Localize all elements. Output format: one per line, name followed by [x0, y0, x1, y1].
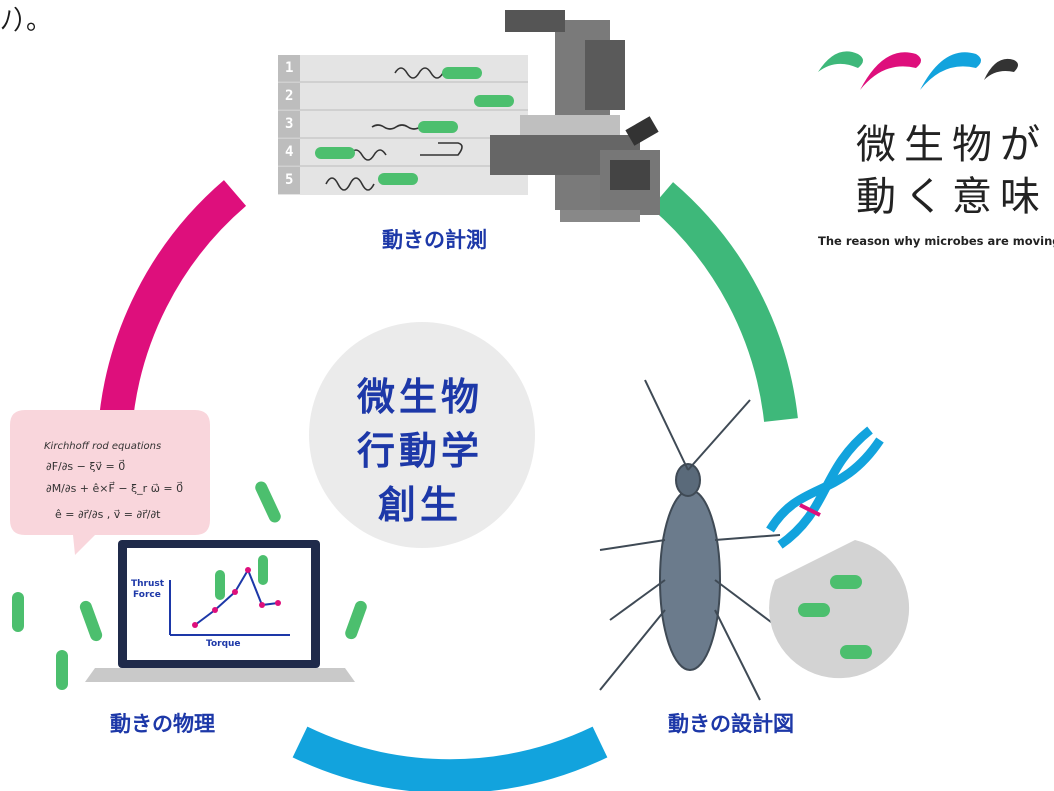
row-number-5: 5	[285, 172, 294, 188]
left-bacteria	[12, 481, 367, 690]
laptop-illustration	[85, 540, 355, 682]
blue-arc	[292, 726, 608, 791]
cycle-arcs	[98, 180, 798, 791]
top-fragment-text: ﾉ）。	[0, 6, 53, 36]
logo-stripes	[818, 51, 1018, 90]
logo-line2: 動く意味	[856, 174, 1048, 220]
center-title-line3: 創生	[377, 483, 462, 527]
logo-english: The reason why microbes are moving	[818, 234, 1054, 248]
measurement-panel	[278, 55, 528, 195]
row-number-2: 2	[285, 88, 294, 104]
magenta-arc	[98, 180, 247, 432]
center-title-line1: 微生物	[356, 375, 483, 419]
dna-icon	[766, 426, 884, 549]
speech-bubble	[10, 410, 210, 555]
green-arc	[650, 182, 798, 422]
row-number-3: 3	[285, 116, 294, 132]
laptop-ylabel-line2: Force	[133, 590, 161, 600]
laptop-xlabel: Torque	[206, 639, 241, 649]
stage-label-blueprint: 動きの設計図	[668, 712, 794, 736]
row-number-1: 1	[285, 60, 294, 76]
microscope-illustration	[490, 10, 660, 222]
center-circle	[309, 322, 535, 548]
insect-illustration	[599, 379, 781, 701]
speech-eq3: ê = ∂r⃗/∂s , v⃗ = ∂r⃗/∂t	[55, 508, 161, 521]
laptop-ylabel-line1: Thrust	[131, 579, 165, 589]
speech-eq1: ∂F/∂s − ξv⃗ = 0⃗	[46, 460, 126, 473]
gut-bubble	[769, 540, 910, 679]
center-title-line2: 行動学	[356, 429, 483, 473]
speech-eq2: ∂M/∂s + ê×F⃗ − ξ_r ω⃗ = 0⃗	[46, 482, 184, 495]
stage-label-measurement: 動きの計測	[382, 228, 487, 252]
center-title: 微生物 行動学 創生	[310, 370, 530, 532]
speech-title: Kirchhoff rod equations	[44, 441, 162, 452]
row-number-4: 4	[285, 144, 294, 160]
logo-line1: 微生物が	[856, 122, 1048, 168]
stage-label-physics: 動きの物理	[110, 712, 215, 736]
